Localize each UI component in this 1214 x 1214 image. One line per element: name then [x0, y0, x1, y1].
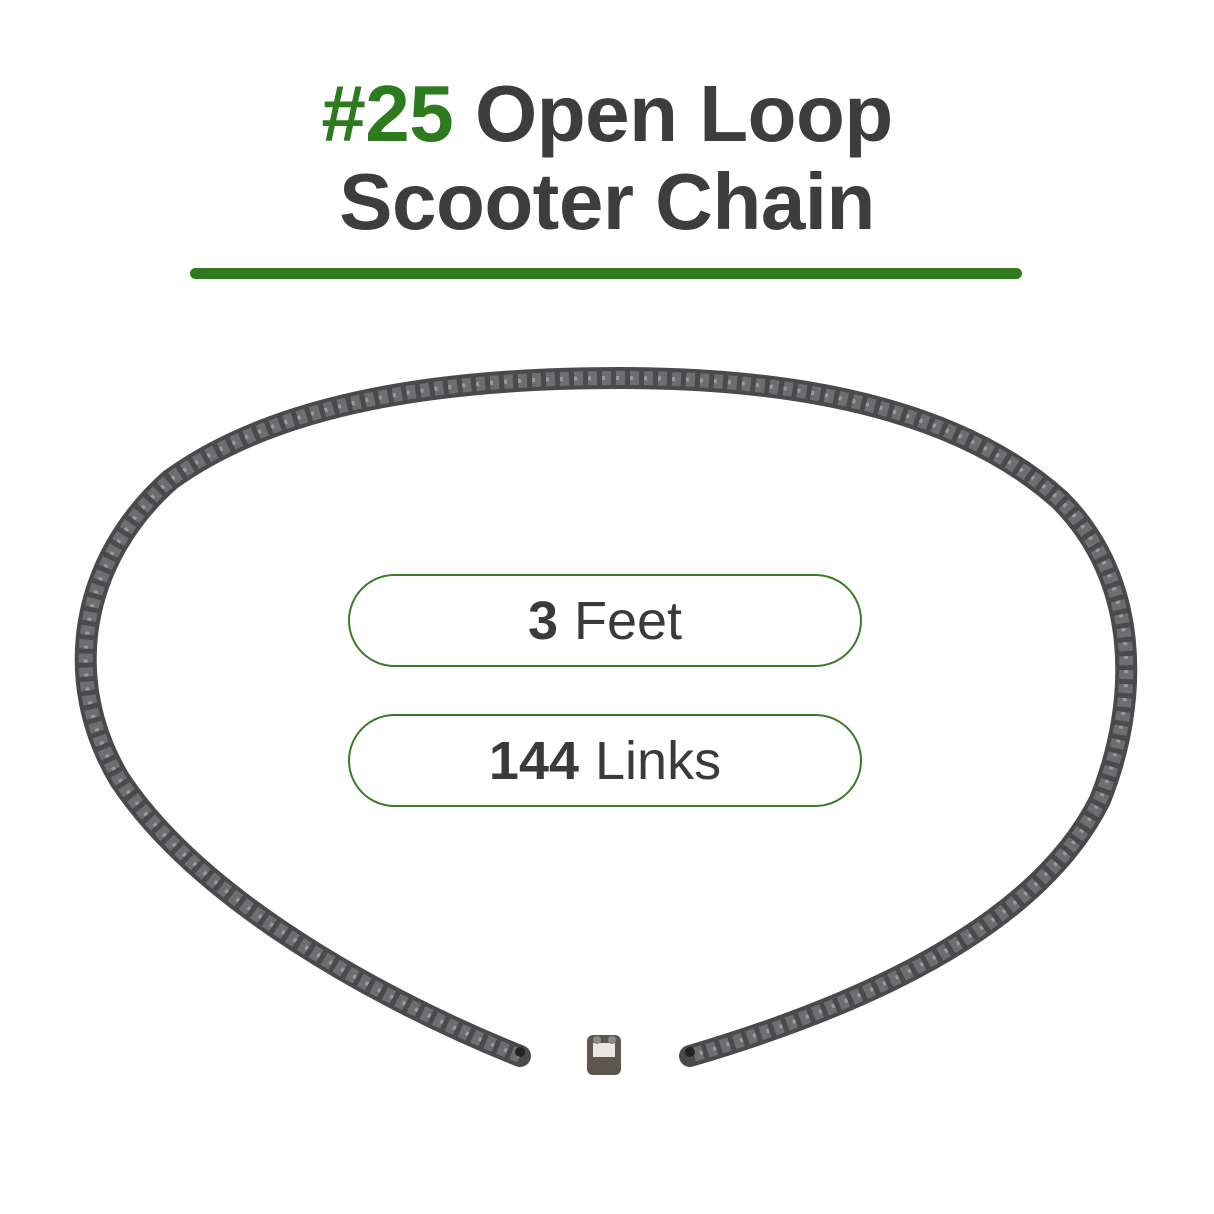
roller-chain-icon — [74, 366, 1138, 1067]
spec-length-unit: Feet — [573, 590, 683, 651]
chain-size-label: #25 — [321, 69, 454, 158]
chain-end-left-icon — [515, 1047, 525, 1057]
title-text-line-1: Open Loop — [475, 69, 893, 158]
spec-links-badge: 144 Links — [348, 714, 862, 807]
spec-length-badge: 3 Feet — [348, 574, 862, 667]
spec-links-value: 144 — [488, 730, 580, 791]
spec-links-unit: Links — [595, 730, 722, 791]
master-link-icon — [587, 1035, 621, 1075]
chain-end-right-icon — [685, 1047, 695, 1057]
title-divider — [190, 268, 1022, 279]
spec-length-value: 3 — [527, 590, 558, 651]
product-title-line-1: #25 Open Loop — [0, 74, 1214, 154]
product-title-line-2: Scooter Chain — [339, 157, 875, 246]
